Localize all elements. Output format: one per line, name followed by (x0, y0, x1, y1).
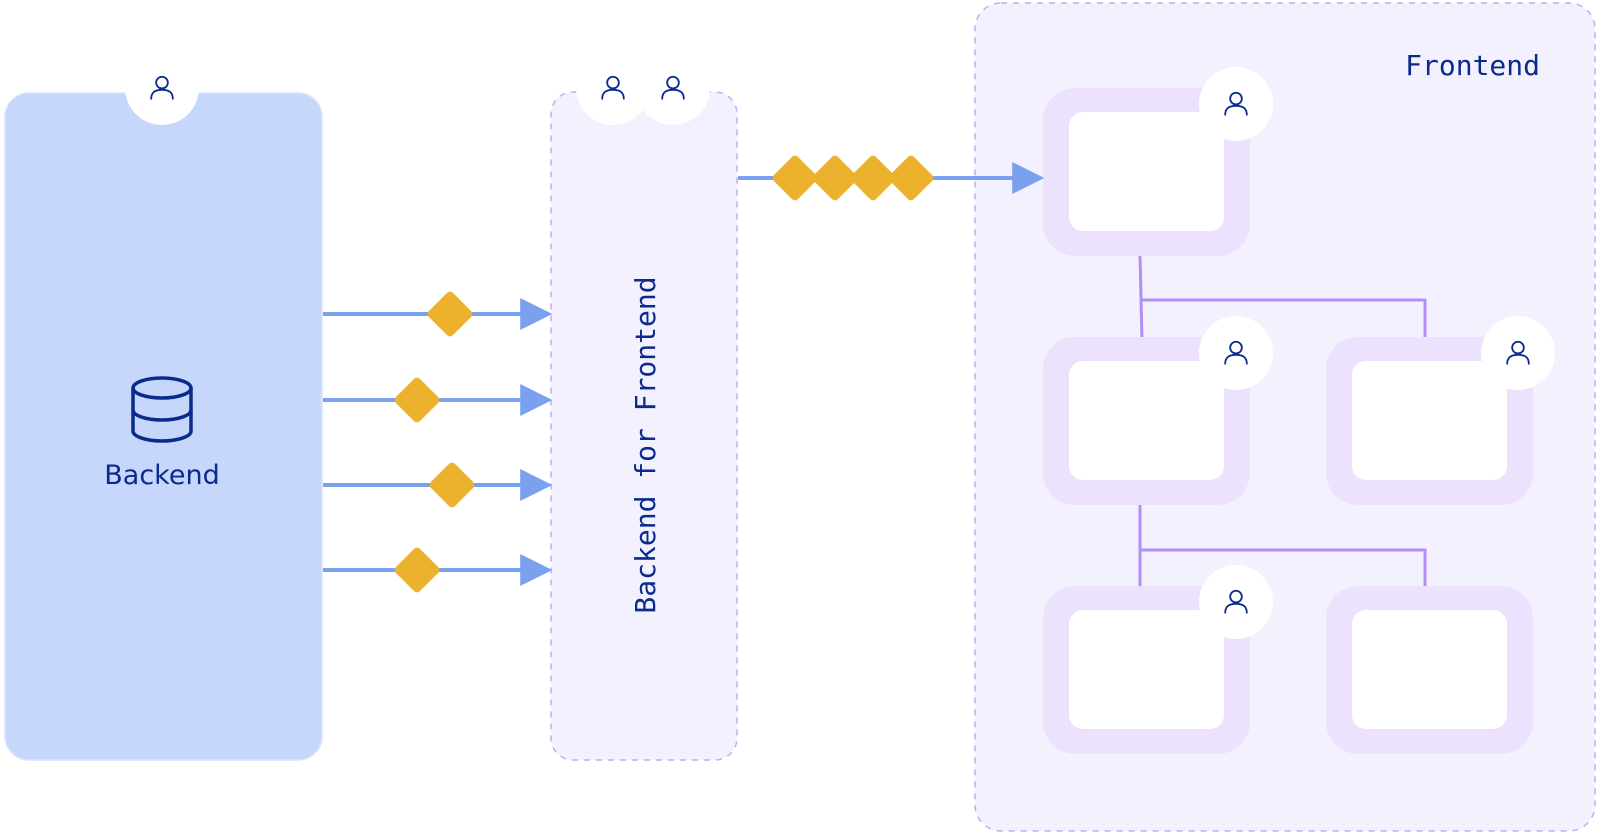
component-grandchild-right (1326, 586, 1533, 754)
bff-to-frontend-connection (738, 155, 1045, 201)
connection-arrow (323, 547, 553, 593)
component-user-badges (1199, 67, 1555, 639)
user-icon (636, 51, 710, 125)
component-content (1069, 610, 1224, 729)
component-content (1352, 610, 1507, 729)
data-token (394, 377, 440, 423)
bff-label: Backend for Frontend (629, 276, 662, 613)
data-token (427, 291, 473, 337)
data-token (394, 547, 440, 593)
connection-arrow (323, 291, 553, 337)
backend-to-bff-connections (323, 291, 553, 593)
user-icon (1199, 565, 1273, 639)
data-token (772, 155, 818, 201)
backend-label: Backend (104, 460, 219, 491)
data-token (812, 155, 858, 201)
bff-container: Backend for Frontend (550, 51, 738, 761)
bff-panel (550, 91, 738, 761)
user-icon (125, 51, 199, 125)
component-content (1352, 361, 1507, 480)
tree-line-root-branch (1140, 298, 1427, 340)
backend-container: Backend (4, 51, 323, 761)
component-grandchild-left (1043, 586, 1250, 754)
user-icon (1199, 67, 1273, 141)
database-icon (131, 376, 193, 443)
data-token (429, 462, 475, 508)
user-icon (1481, 316, 1555, 390)
component-child-right (1326, 337, 1533, 505)
component-content (1069, 361, 1224, 480)
tree-line-child-branch (1140, 548, 1427, 590)
component-content (1069, 112, 1224, 231)
user-icon (576, 51, 650, 125)
data-token (888, 155, 934, 201)
connection-arrow (323, 377, 553, 423)
component-root (1043, 88, 1250, 256)
connection-arrow (323, 462, 553, 508)
component-tree-lines (1138, 254, 1427, 590)
component-child-left (1043, 337, 1250, 505)
tree-line-root-down (1138, 254, 1144, 341)
frontend-label: Frontend (1405, 49, 1540, 82)
data-token (850, 155, 896, 201)
backend-panel (4, 92, 323, 761)
user-icon (1199, 316, 1273, 390)
